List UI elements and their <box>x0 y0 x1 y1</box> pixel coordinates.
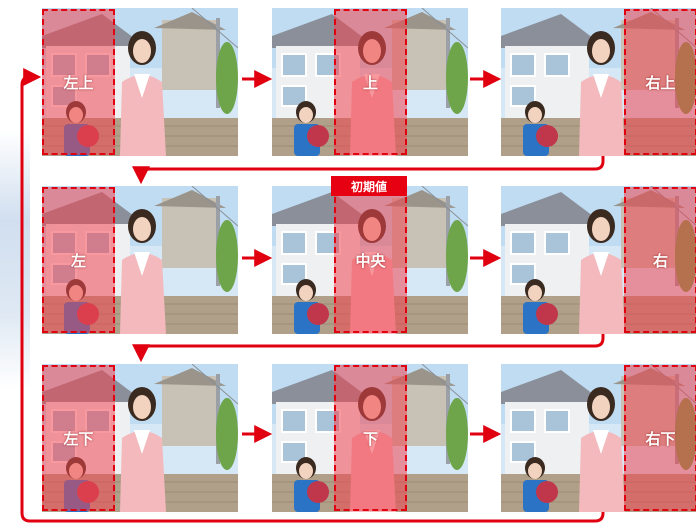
tree <box>216 220 238 292</box>
region-label: 左上 <box>63 73 94 92</box>
highlight-region-top: 上 <box>334 9 407 155</box>
tree <box>446 220 468 292</box>
boy <box>523 457 558 512</box>
region-label: 右上 <box>645 73 676 92</box>
arrow-row1-to-row2 <box>132 155 605 185</box>
boy <box>294 101 329 156</box>
woman <box>120 387 166 512</box>
region-label: 右 <box>652 251 668 270</box>
tree <box>446 42 468 114</box>
boy <box>294 457 329 512</box>
boy <box>523 101 558 156</box>
region-label: 上 <box>362 73 378 92</box>
tree <box>446 398 468 470</box>
panel-right: 右 <box>501 186 696 334</box>
panel-left: 左 <box>42 186 238 334</box>
highlight-region-left: 左 <box>42 187 115 333</box>
boy <box>294 279 329 334</box>
panel-top-left: 左上 <box>42 8 238 156</box>
woman <box>579 387 625 512</box>
highlight-region-top-left: 左上 <box>42 9 115 155</box>
panel-center: 中央 <box>272 186 468 334</box>
region-label: 中央 <box>355 251 386 270</box>
panel-top-right: 右上 <box>501 8 696 156</box>
panel-bottom-right: 右下 <box>501 364 696 512</box>
highlight-region-top-right: 右上 <box>624 9 696 155</box>
arrow-row2-to-row3 <box>132 333 605 363</box>
region-label: 右下 <box>645 429 676 448</box>
woman <box>579 209 625 334</box>
woman <box>120 209 166 334</box>
highlight-region-center: 中央 <box>334 187 407 333</box>
highlight-region-right: 右 <box>624 187 696 333</box>
building <box>162 20 218 90</box>
roof <box>501 192 593 226</box>
panel-top: 上 <box>272 8 468 156</box>
highlight-region-bottom-right: 右下 <box>624 365 696 511</box>
region-label: 左 <box>70 251 86 270</box>
tree <box>216 42 238 114</box>
woman <box>120 31 166 156</box>
region-label: 下 <box>362 429 378 448</box>
panel-bottom-left: 左下 <box>42 364 238 512</box>
tree <box>216 398 238 470</box>
background-decoration <box>0 130 30 390</box>
region-label: 左下 <box>63 429 94 448</box>
building <box>162 376 218 446</box>
initial-value-badge: 初期値 <box>331 176 407 196</box>
arrow-return-loop <box>20 68 605 523</box>
woman <box>579 31 625 156</box>
roof <box>501 370 593 404</box>
highlight-region-bottom: 下 <box>334 365 407 511</box>
building <box>162 198 218 268</box>
highlight-region-bottom-left: 左下 <box>42 365 115 511</box>
roof <box>501 14 593 48</box>
panel-bottom: 下 <box>272 364 468 512</box>
boy <box>523 279 558 334</box>
